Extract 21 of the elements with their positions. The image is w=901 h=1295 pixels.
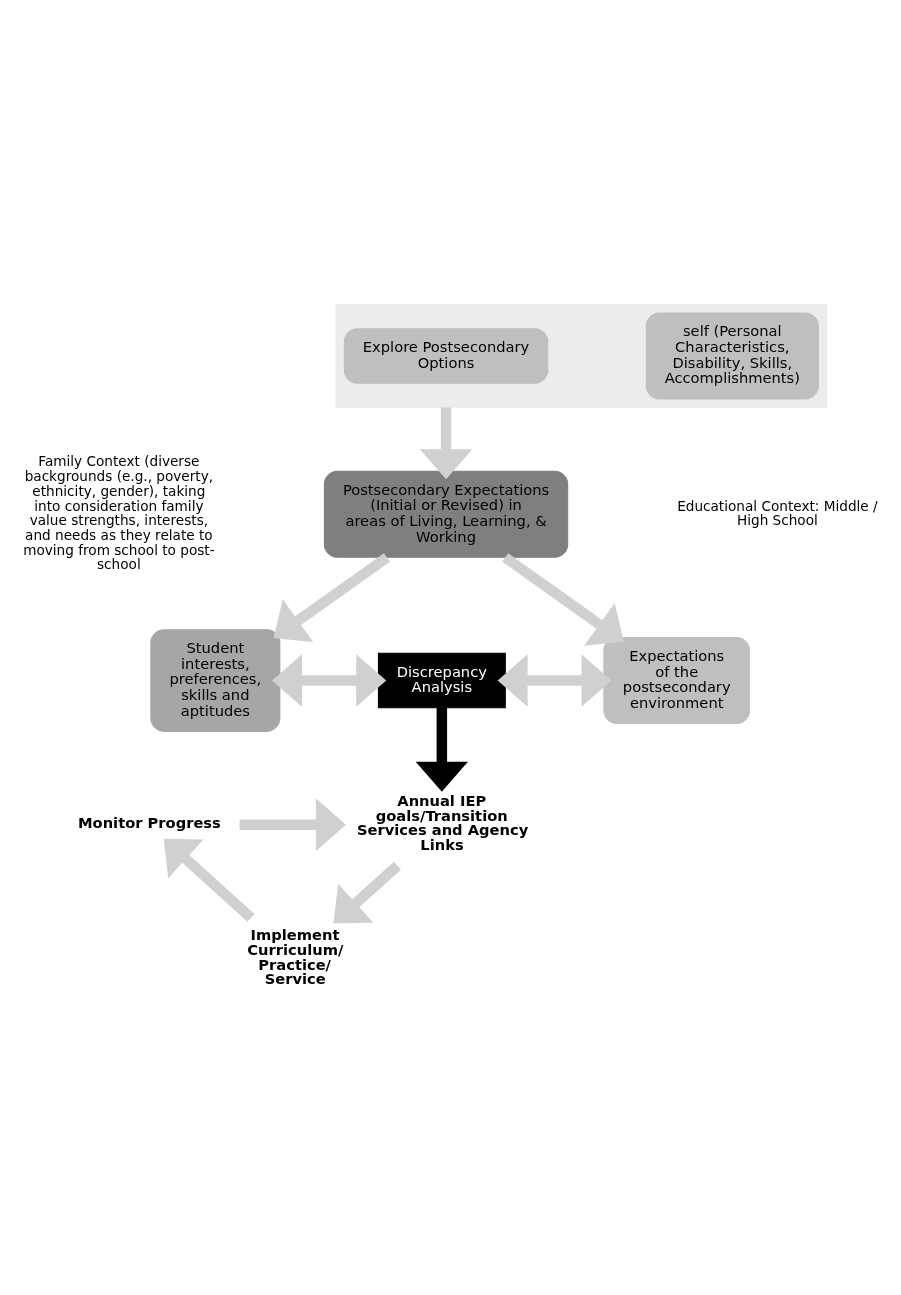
cluster bbox=[335, 303, 828, 408]
label: Educational Context: Middle / High School bbox=[677, 497, 878, 528]
node-box: Student interests, preferences, skills and aptitudes bbox=[150, 628, 281, 732]
arrow bbox=[419, 406, 473, 479]
node-box: Discrepancy Analysis bbox=[377, 652, 506, 708]
arrow bbox=[333, 861, 401, 923]
node-text: Monitor Progress bbox=[77, 813, 221, 831]
node-text: Implement Curriculum/ Practice/ Service bbox=[247, 925, 344, 987]
node-text: Annual IEP goals/Transition Services and Agency Links bbox=[356, 791, 529, 853]
label: Family Context (diverse backgrounds (e.g., poverty, ethnicity, gender), taking into consideration family value strengths, interests, and needs as they relate to moving from school to post-school bbox=[23, 452, 215, 572]
node-box: Postsecondary Expectations (Initial or Revised) in areas of Living, Learning, & Working bbox=[323, 470, 569, 558]
node-box: Explore Postsecondary Options bbox=[343, 327, 549, 384]
arrow bbox=[273, 552, 390, 642]
arrow bbox=[502, 552, 624, 646]
arrow bbox=[239, 797, 346, 851]
node-box: self (Personal Characteristics, Disability, Skills, Accomplishments) bbox=[645, 311, 819, 399]
arrow bbox=[163, 838, 255, 922]
arrow bbox=[271, 653, 387, 707]
node-box: Expectations of the postsecondary environment bbox=[603, 636, 751, 724]
arrow bbox=[415, 707, 469, 792]
arrow bbox=[497, 653, 612, 707]
